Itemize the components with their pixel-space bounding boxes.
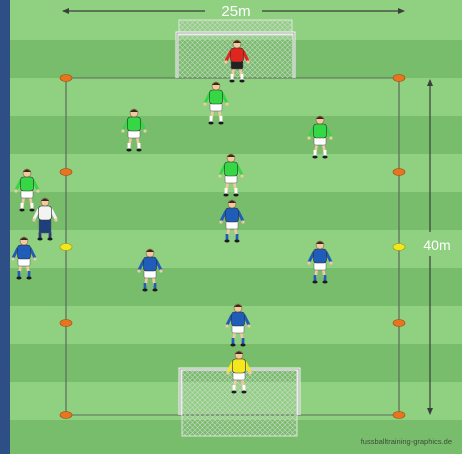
cone bbox=[393, 412, 405, 419]
cone bbox=[60, 320, 72, 327]
cone-yellow bbox=[393, 244, 405, 251]
cone-yellow bbox=[60, 244, 72, 251]
cone bbox=[60, 169, 72, 176]
length-label: 40m bbox=[423, 237, 450, 253]
cone bbox=[60, 75, 72, 82]
cone bbox=[393, 169, 405, 176]
cone bbox=[393, 75, 405, 82]
cone bbox=[393, 320, 405, 327]
credit-text: fussballtraining-graphics.de bbox=[361, 437, 452, 446]
cone bbox=[60, 412, 72, 419]
width-label: 25m bbox=[221, 3, 250, 20]
